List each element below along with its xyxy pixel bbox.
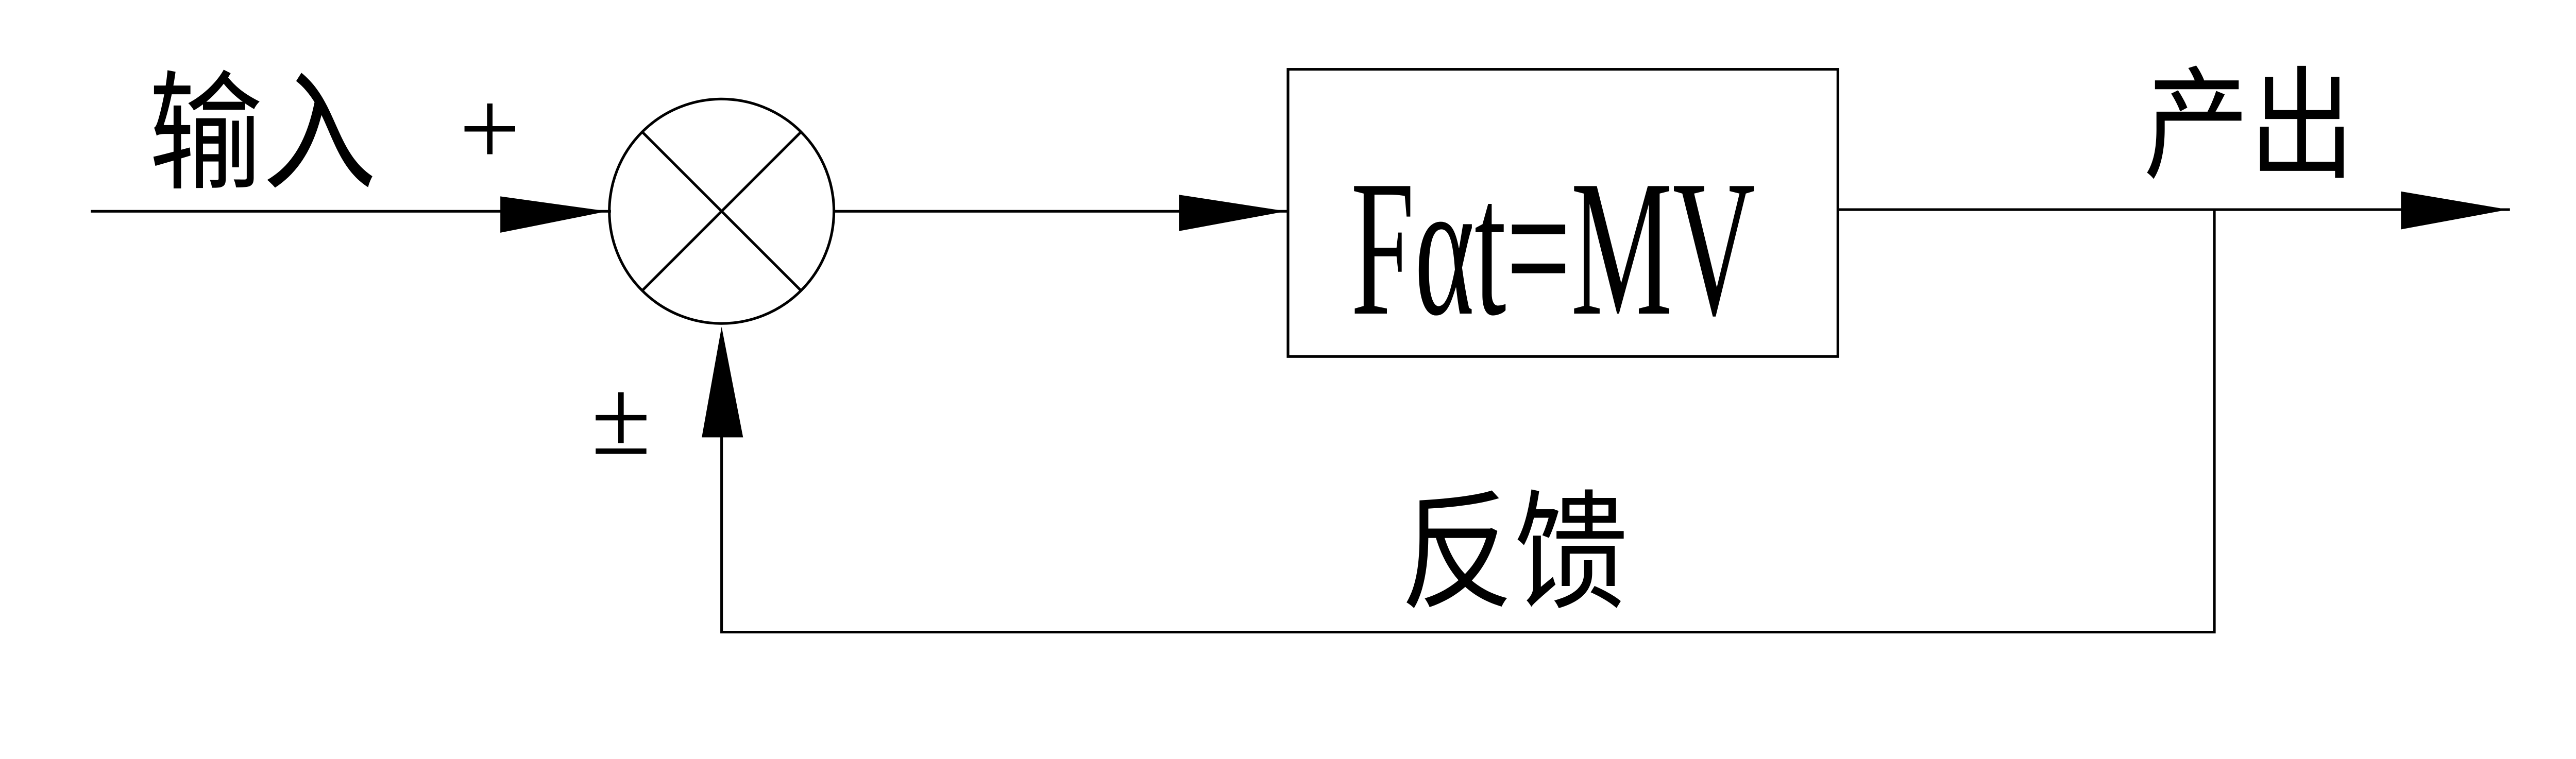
summing-junction-icon — [608, 97, 836, 325]
input-arrow-icon — [500, 196, 608, 233]
forward-arrow-icon — [1179, 195, 1286, 231]
output-label: 产出 — [2143, 60, 2354, 195]
feedback-sign: ± — [591, 357, 651, 477]
process-block — [1286, 68, 1839, 358]
input-sign: + — [459, 68, 520, 189]
feedback-arrow-icon — [702, 326, 743, 438]
output-arrow-icon — [2401, 191, 2509, 230]
block-formula: Fαt=MV — [1351, 140, 1755, 356]
feedback-diagram: 输入 + Fαt=MV 产出 ± 反馈 — [91, 60, 2510, 634]
input-label: 输入 — [148, 64, 376, 206]
feedback-label: 反馈 — [1400, 483, 1628, 626]
feedback-line — [720, 210, 2216, 634]
